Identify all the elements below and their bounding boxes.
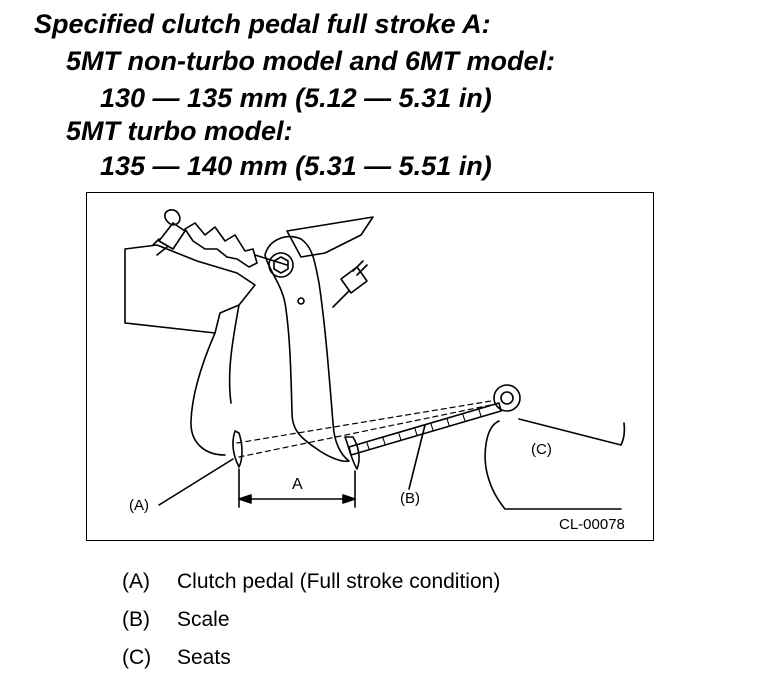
pedal-arm: [264, 235, 350, 463]
push-rod-boot: [184, 222, 258, 268]
dimension-arrow-left: [238, 494, 252, 504]
scale-pivot-outer: [493, 384, 521, 412]
legend-text: Seats: [177, 646, 231, 669]
figure-code: CL-00078: [559, 516, 625, 533]
scale-pivot-inner: [500, 391, 514, 405]
legend-text: Clutch pedal (Full stroke condition): [177, 570, 501, 593]
clevis-pin: [152, 238, 168, 256]
pedal-bracket: [124, 244, 256, 334]
pivot-bolt-hex: [273, 256, 289, 274]
pedal-pad-retracted: [232, 430, 243, 468]
spec-model-non-turbo-6mt: 5MT non-turbo model and 6MT model:: [66, 46, 555, 76]
legend-key: (A): [122, 570, 150, 593]
figure-label-c: (C): [531, 441, 552, 458]
pad-travel-dash: [236, 400, 492, 458]
spec-model-turbo: 5MT turbo model:: [66, 116, 293, 146]
switch-lead: [332, 290, 350, 308]
leader-b: [408, 424, 426, 490]
dimension-label-a: A: [292, 476, 303, 493]
clevis-eye: [164, 209, 181, 226]
legend-key: (C): [122, 646, 152, 669]
clevis-body: [158, 222, 186, 250]
push-rod: [254, 254, 288, 266]
figure-label-a: (A): [129, 497, 149, 514]
legend-key: (B): [122, 608, 150, 631]
spec-range-non-turbo-6mt: 130 — 135 mm (5.12 — 5.31 in): [100, 83, 492, 113]
pivot-bolt-ring: [268, 252, 294, 278]
spec-title: Specified clutch pedal full stroke A:: [34, 9, 491, 39]
dimension-arrow-right: [342, 494, 356, 504]
switch-stud: [352, 260, 368, 276]
bracket-support-inner: [228, 304, 240, 404]
spec-range-turbo: 135 — 140 mm (5.31 — 5.51 in): [100, 151, 492, 181]
pedal-switch: [340, 266, 368, 294]
bracket-support-arm: [190, 332, 226, 456]
pedal-hole: [297, 297, 305, 305]
clutch-pedal-illustration: [124, 209, 626, 510]
figure-label-b: (B): [400, 490, 420, 507]
legend-text: Scale: [177, 608, 230, 631]
scale-body: [348, 402, 502, 456]
clutch-pedal-figure: (A) (B) (C) A CL-00078: [86, 192, 654, 541]
seat-top: [518, 418, 626, 446]
scale-ticks: [366, 409, 482, 450]
seat-outline: [484, 420, 622, 510]
upper-plate: [286, 216, 374, 258]
leader-a: [158, 458, 234, 506]
